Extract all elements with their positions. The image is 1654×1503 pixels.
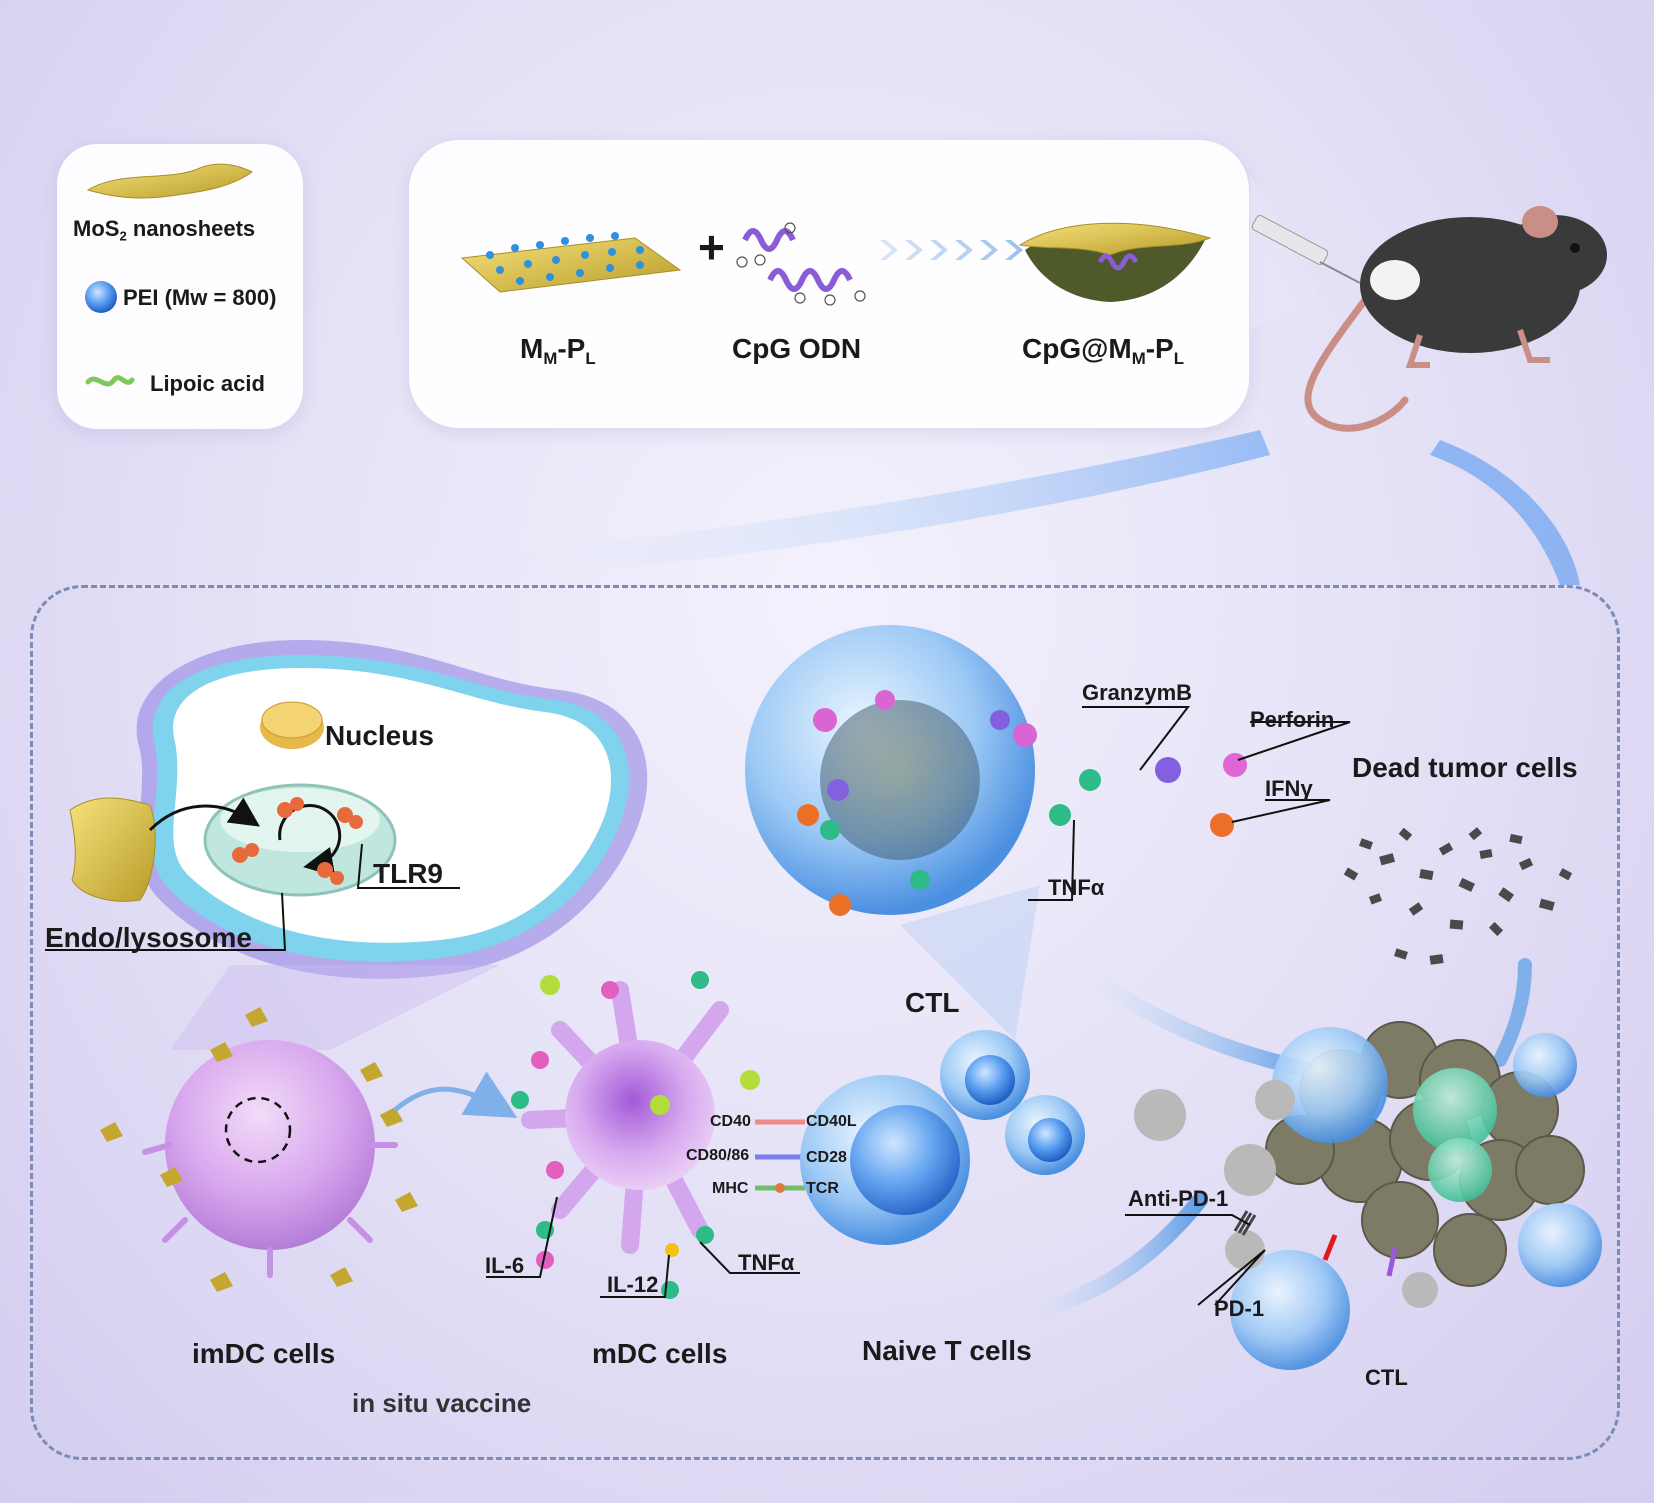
mdc-cells-label: mDC cells — [592, 1338, 728, 1369]
dead-tumor-cells-label: Dead tumor cells — [1352, 752, 1578, 783]
mmpl-label: MM-PL — [520, 333, 596, 368]
anti-pd1-label: Anti-PD-1 — [1128, 1186, 1229, 1211]
ctl-large-cell-icon — [745, 625, 1101, 916]
receptor-pairs-icon — [755, 1119, 805, 1193]
syringe-icon — [1251, 215, 1361, 284]
il12-label: IL-12 — [607, 1272, 659, 1297]
cpg-mmpl-label: CpG@MM-PL — [1022, 333, 1184, 368]
immune-process-frame — [30, 585, 1620, 1460]
tnf-alpha-mdc-label: TNFα — [738, 1250, 795, 1275]
legend-pei-label: PEI (Mw = 800) — [123, 285, 277, 310]
cpg-mmpl-product-icon — [1018, 222, 1212, 302]
ifn-gamma-label: IFNγ — [1265, 776, 1313, 801]
in-situ-vaccine-label: in situ vaccine — [352, 1388, 532, 1418]
naive-t-cells-small-icon — [900, 885, 1085, 1175]
entering-nanosheet-icon — [69, 797, 260, 902]
dead-tumor-debris-icon — [1343, 827, 1573, 965]
pd1-label: PD-1 — [1214, 1296, 1265, 1321]
cd28-label: CD28 — [806, 1149, 847, 1166]
ctl-bottom-label: CTL — [1365, 1365, 1408, 1390]
naive-t-cell-large-icon — [800, 1075, 970, 1245]
chevron-arrows-icon — [880, 240, 1023, 260]
naive-to-tumor-arrow-icon — [1032, 1192, 1208, 1318]
legend-lipoic-icon — [85, 375, 135, 387]
plus-sign: + — [698, 221, 725, 273]
tlr9-protein-icon — [232, 797, 363, 885]
endolysosome-label: Endo/lysosome — [45, 922, 252, 953]
legend-lipoic-label: Lipoic acid — [150, 371, 265, 396]
mouse-icon — [1304, 206, 1607, 432]
mdc-cell-icon — [511, 971, 760, 1299]
mmpl-sheet-icon — [460, 232, 682, 293]
tlr9-label: TLR9 — [373, 858, 443, 889]
il6-label: IL-6 — [485, 1253, 525, 1278]
tumor-to-dead-arrow-icon — [1493, 958, 1532, 1067]
tnf-alpha-ctl-label: TNFα — [1048, 875, 1105, 900]
cd40-label: CD40 — [710, 1113, 751, 1130]
naive-t-cells-label: Naive T cells — [862, 1335, 1032, 1366]
perforin-label: Perforin — [1250, 707, 1335, 732]
leader-lines — [45, 706, 1351, 1306]
ctl-top-label: CTL — [905, 987, 960, 1018]
cd80-86-label: CD80/86 — [686, 1147, 750, 1164]
nucleus-label: Nucleus — [325, 720, 434, 751]
tcr-label: TCR — [806, 1180, 839, 1197]
imdc-cells-label: imDC cells — [192, 1338, 336, 1369]
legend-pei-icon — [85, 281, 117, 313]
mhc-label: MHC — [712, 1180, 749, 1197]
cd40l-label: CD40L — [806, 1113, 857, 1130]
cpg-odn-icon — [736, 222, 866, 306]
connector-ribbon — [380, 175, 1580, 585]
tumor-mass-icon — [1134, 1021, 1602, 1370]
cpg-odn-label: CpG ODN — [732, 333, 862, 364]
imdc-cell-icon — [100, 965, 500, 1292]
legend-mos2-label: MoS2 nanosheets — [73, 216, 256, 244]
cytokine-release-icon — [1155, 753, 1247, 837]
nucleus-icon — [260, 701, 324, 749]
granzymb-label: GranzymB — [1082, 680, 1193, 705]
imdc-to-mdc-arrow-icon — [393, 1071, 518, 1118]
legend-nanosheet-icon — [86, 163, 253, 199]
